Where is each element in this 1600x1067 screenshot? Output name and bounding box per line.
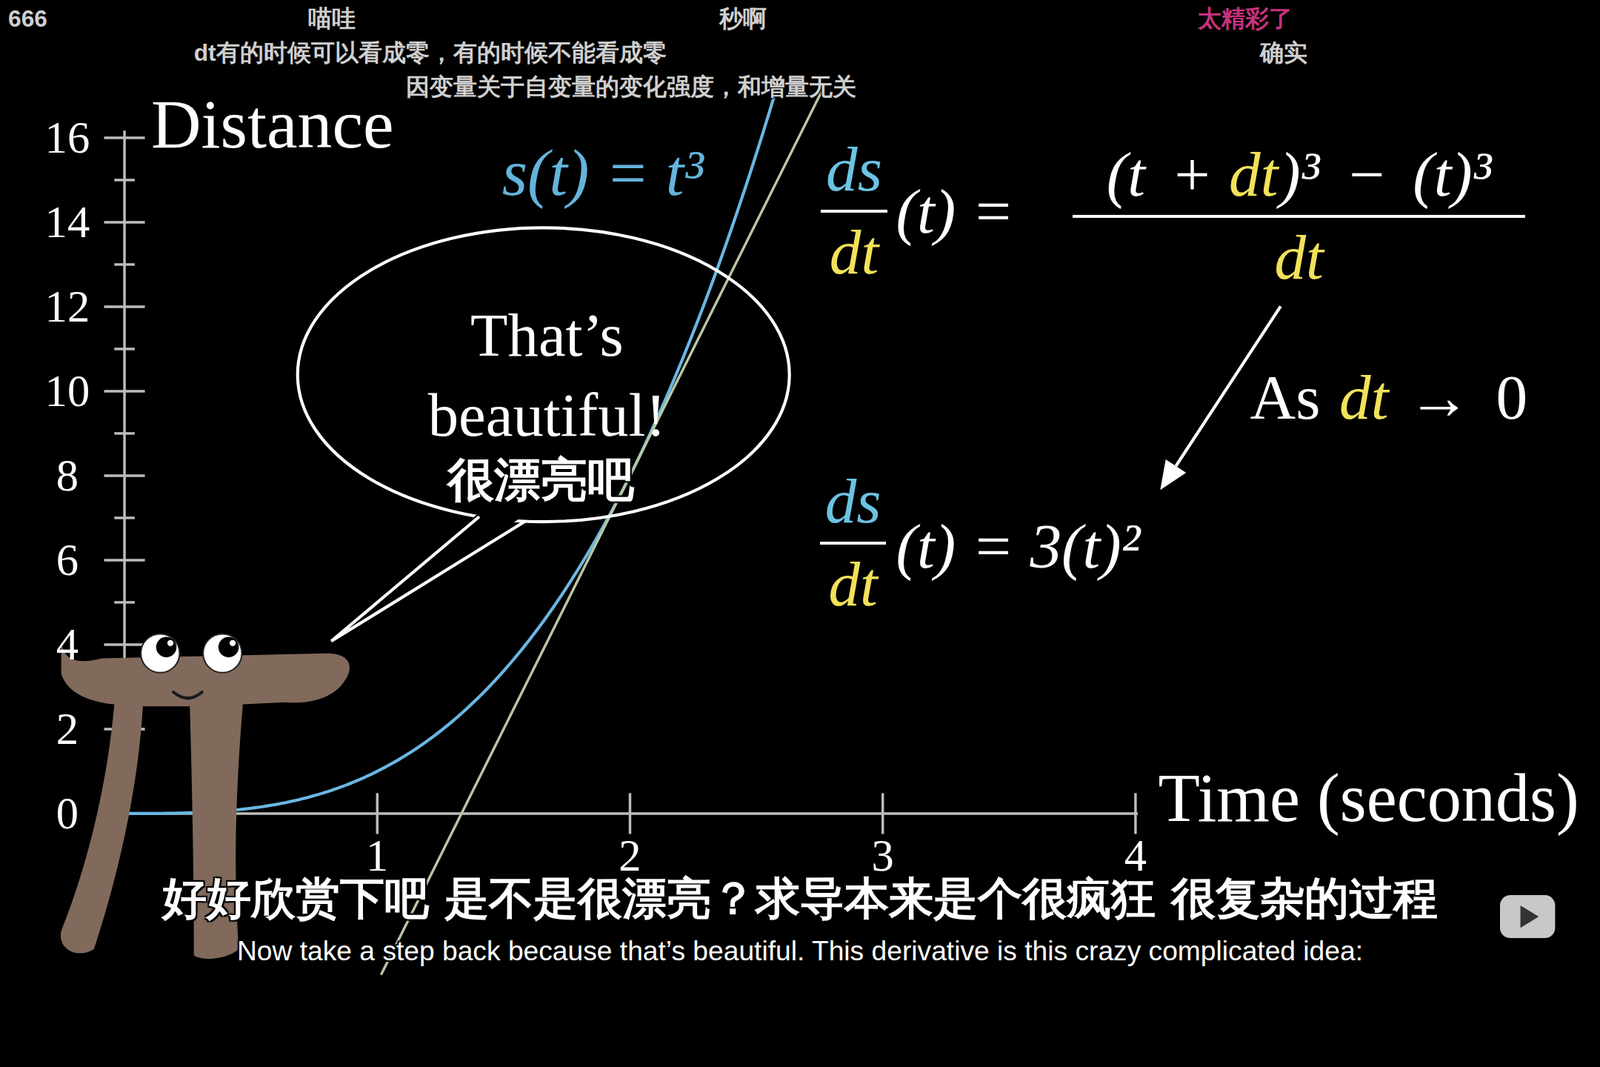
speech-text: That’s beautiful!: [394, 295, 700, 455]
tick-mark: [104, 136, 146, 139]
illustration-layer: [60, 89, 1555, 975]
fraction-bar: [1072, 214, 1525, 218]
subtitle: 很漂亮吧: [447, 452, 635, 507]
danmaku-comment: 喵哇: [308, 5, 356, 32]
bubble-tail: [331, 516, 526, 641]
tick-label: 12: [45, 280, 91, 333]
pupil: [156, 637, 178, 658]
play-icon-box: [1500, 894, 1555, 938]
tick-mark: [376, 792, 379, 834]
eye-glint: [229, 640, 236, 646]
pupil: [218, 637, 240, 658]
speech-bubble: That’s beautiful!很漂亮吧: [295, 226, 793, 646]
numerator: ds: [825, 466, 882, 537]
bubble-ellipse: [297, 227, 790, 522]
danmaku-comment: 666: [8, 5, 48, 32]
tick-label: 16: [45, 111, 91, 164]
mouth: [173, 691, 203, 698]
fraction-bar: [820, 209, 888, 213]
tick-mark: [114, 431, 135, 435]
math-text: ds: [825, 134, 883, 205]
tick-mark: [114, 516, 135, 519]
eye: [140, 633, 180, 672]
axis-title: Distance: [151, 84, 395, 165]
function-label: s(t) = t³: [502, 135, 704, 211]
subtitle: Now take a step back because that’s beau…: [237, 934, 1363, 967]
math-text: As: [1250, 362, 1321, 433]
tick-label: 8: [56, 449, 79, 502]
math-text: (t) = 3(t)²: [895, 509, 1140, 583]
tick-mark: [628, 792, 632, 834]
danmaku-comment: 秒啊: [719, 5, 767, 32]
tick-mark: [114, 600, 135, 603]
denominator: dt: [829, 217, 879, 288]
eye-glint: [167, 640, 174, 646]
axis-title: Time (seconds): [1158, 758, 1580, 838]
tick-mark: [104, 305, 146, 308]
subtitle: 好好欣赏下吧 是不是很漂亮？求导本来是个很疯狂 很复杂的过程: [162, 872, 1438, 924]
eye: [202, 633, 242, 672]
danmaku-comment: 因变量关于自变量的变化强度，和增量无关: [405, 73, 857, 100]
tick-label: 4: [56, 618, 79, 671]
math-text: dt: [1228, 140, 1278, 210]
fraction: ds dt: [820, 134, 888, 288]
tick-mark: [114, 347, 135, 350]
tick-label: 14: [45, 196, 91, 249]
math-text: dt: [828, 549, 878, 620]
math-text: dt: [829, 217, 879, 288]
play-icon: [1500, 894, 1555, 938]
math-text: (t) =: [895, 174, 1015, 248]
tick-label: 2: [56, 702, 79, 755]
tick-mark: [1134, 792, 1137, 834]
numerator: (t +dt)³ − (t)³: [1106, 140, 1492, 210]
tangent-line: [380, 89, 823, 975]
tick-mark: [114, 178, 135, 181]
tick-mark: [881, 792, 884, 834]
tick-mark: [114, 262, 135, 266]
math-text: )³ − (t)³: [1279, 140, 1492, 210]
play-icon-triangle: [1520, 905, 1540, 928]
math-text: dt: [1274, 222, 1323, 293]
fraction-bar: [820, 541, 887, 545]
arrow-head: [1160, 459, 1186, 490]
math-row: Asdt → 0: [1250, 362, 1529, 433]
tick-mark: [104, 558, 146, 561]
danmaku-comment: 确实: [1260, 39, 1308, 66]
danmaku-comment: dt有的时候可以看成零，有的时候不能看成零: [194, 39, 667, 66]
tick-label: 0: [56, 787, 79, 840]
denominator: dt: [1274, 222, 1323, 293]
math-text: dt: [1339, 362, 1389, 433]
math-text: (t +: [1106, 140, 1214, 210]
fraction: ds dt: [820, 466, 887, 620]
fraction: (t +dt)³ − (t)³dt: [1072, 140, 1525, 293]
tick-mark: [104, 474, 146, 477]
tick-label: 10: [45, 365, 91, 418]
denominator: dt: [828, 549, 878, 620]
tick-mark: [104, 389, 146, 392]
danmaku-comment: 太精彩了: [1197, 5, 1293, 32]
tick-mark: [104, 642, 146, 646]
tick-label: 6: [56, 534, 79, 586]
tick-mark: [104, 220, 146, 223]
math-text: → 0: [1407, 362, 1528, 433]
math-text: ds: [825, 466, 882, 537]
numerator: ds: [825, 134, 883, 205]
